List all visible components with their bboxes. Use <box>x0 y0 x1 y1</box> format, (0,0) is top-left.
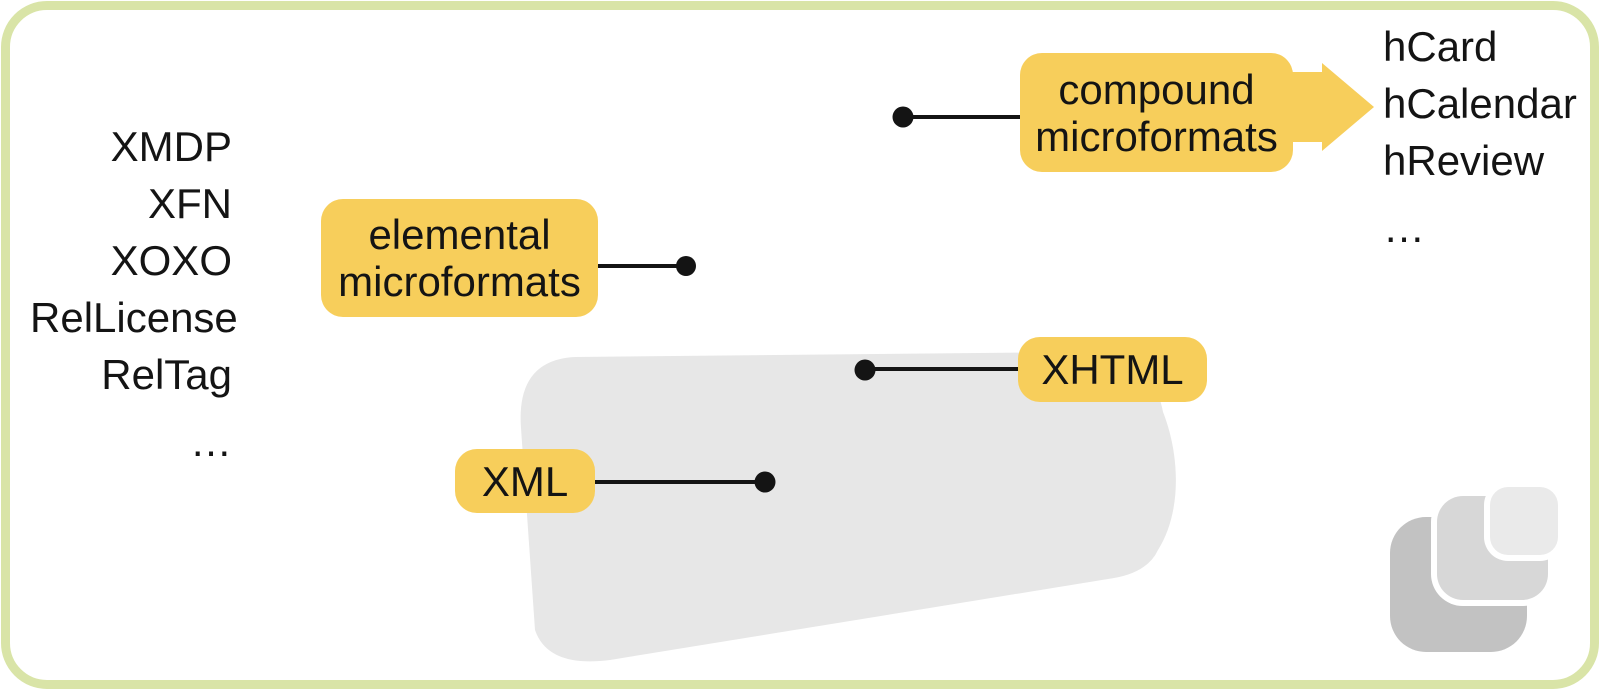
xml-label: XML <box>455 449 595 513</box>
compound-connector-dot <box>892 106 914 128</box>
elemental-format-item: XFN <box>148 180 232 227</box>
compound-format-item: hCard <box>1383 23 1498 70</box>
compound-arrow-icon <box>1290 63 1374 151</box>
elemental-label-line2: microformats <box>338 258 581 305</box>
elemental-format-ellipsis: … <box>190 418 232 465</box>
logo-mark <box>1390 487 1558 652</box>
xhtml-connector-dot <box>854 359 876 381</box>
compound-format-item: hCalendar <box>1383 80 1577 127</box>
elemental-format-item: RelTag <box>101 351 232 398</box>
compound-label-line2: microformats <box>1035 112 1278 160</box>
compound-format-ellipsis: … <box>1383 204 1425 251</box>
compound-label-line1: compound <box>1058 65 1255 113</box>
xhtml-label: XHTML <box>1018 337 1207 402</box>
compound-microformats-label: compound microformats <box>1020 53 1293 172</box>
logo-square-light <box>1490 487 1558 555</box>
elemental-formats-list: XMDP XFN XOXO RelLicense RelTag … <box>30 118 238 470</box>
elemental-format-item: XMDP <box>110 123 232 170</box>
elemental-label-line1: elemental <box>368 211 551 258</box>
compound-format-item: hReview <box>1383 137 1545 184</box>
elemental-connector-dot <box>676 256 696 276</box>
xhtml-xml-region-blob <box>520 352 1176 662</box>
xhtml-label-text: XHTML <box>1041 346 1184 393</box>
compound-formats-list: hCard hCalendar hReview … <box>1383 18 1577 256</box>
xml-connector-dot <box>754 471 776 493</box>
elemental-format-item: XOXO <box>110 237 232 284</box>
elemental-microformats-label: elemental microformats <box>321 199 598 317</box>
elemental-format-item: RelLicense <box>30 294 238 341</box>
xml-label-text: XML <box>481 457 569 505</box>
